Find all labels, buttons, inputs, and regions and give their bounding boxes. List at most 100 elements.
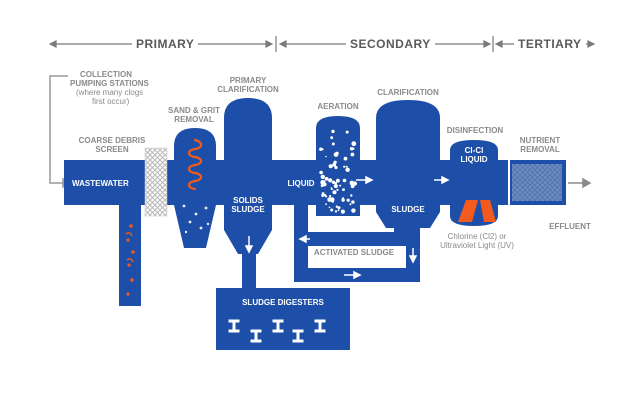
aeration-bubble xyxy=(331,129,335,134)
aeration-bubble xyxy=(339,184,342,187)
aeration-bubble xyxy=(349,203,352,206)
nutrient-filter xyxy=(512,164,562,201)
sludge-digesters-label: SLUDGE DIGESTERS xyxy=(242,298,324,307)
chlorine-uv-label: Chlorine (Cl2) or Ultraviolet Light (UV) xyxy=(436,232,518,250)
phase-secondary-label: SECONDARY xyxy=(346,37,435,51)
sludge-digesters xyxy=(216,288,350,350)
aeration-bubble xyxy=(328,206,331,209)
collection-label-line-2: PUMPING STATIONS xyxy=(70,79,149,88)
digester-mixer-icons xyxy=(228,319,326,343)
sand-grit-label: SAND & GRIT REMOVAL xyxy=(156,106,232,124)
aeration-bubble xyxy=(351,208,356,213)
phase-primary-label: PRIMARY xyxy=(132,37,199,51)
aeration-bubble xyxy=(351,200,355,204)
collection-label-line-3: (where many clogs xyxy=(76,88,144,97)
aeration-bubble xyxy=(337,209,340,212)
aeration-bubble xyxy=(352,147,355,150)
aeration-bubble xyxy=(320,180,326,185)
secondary-clarifier xyxy=(376,100,440,228)
aeration-bubble xyxy=(350,152,355,157)
aeration-bubble xyxy=(333,183,338,189)
aeration-bubble xyxy=(331,180,336,184)
aeration-bubble xyxy=(331,142,335,146)
aeration-bubble xyxy=(342,210,345,213)
drop-pipe-debris xyxy=(125,224,135,296)
aeration-bubble xyxy=(325,155,327,158)
solids-sludge-label-line-1: SOLIDS xyxy=(233,196,263,205)
aeration-bubble xyxy=(320,174,325,179)
aeration-bubble xyxy=(350,194,353,197)
aeration-bubble xyxy=(332,190,337,195)
cl-liquid-label-line-1: Cl-Cl xyxy=(464,146,484,155)
drop-pipe xyxy=(119,200,141,306)
primary-clarification-label: PRIMARY CLARIFICATION xyxy=(216,76,280,94)
aeration-bubbles xyxy=(319,129,357,214)
nutrient-removal-label: NUTRIENT REMOVAL xyxy=(510,136,570,154)
aeration-bubble xyxy=(335,205,339,208)
aeration-bubble xyxy=(345,165,348,168)
aeration-bubble xyxy=(328,178,333,183)
grit-spiral xyxy=(187,138,203,191)
aeration-bubble xyxy=(334,210,338,213)
aeration-label: AERATION xyxy=(317,102,359,111)
coarse-screen-label-line-1: COARSE DEBRIS xyxy=(78,136,146,145)
aeration-bubble xyxy=(342,188,345,192)
aeration-bubble xyxy=(329,195,332,198)
effluent-arrow xyxy=(568,177,592,189)
grit-particles xyxy=(182,204,210,234)
aeration-bubble xyxy=(343,165,346,168)
clarification-label: CLARIFICATION xyxy=(377,88,439,97)
sludge-label: SLUDGE xyxy=(391,205,425,214)
coarse-screen-label-line-2: SCREEN xyxy=(95,145,129,154)
aeration-bubble xyxy=(336,178,340,183)
liquid-label: LIQUID xyxy=(287,179,315,188)
aeration-bubble xyxy=(351,141,357,147)
aeration-bubble xyxy=(342,178,347,183)
collection-label: COLLECTION PUMPING STATIONS (where many … xyxy=(70,70,180,106)
aeration-bubble xyxy=(324,177,329,181)
solids-sludge-label-line-2: SLUDGE xyxy=(231,205,265,214)
aeration-bubble xyxy=(341,197,345,200)
aeration-bubble xyxy=(325,203,327,206)
aeration-bubble xyxy=(320,184,324,187)
solids-sludge-label: SOLIDS SLUDGE xyxy=(226,196,270,214)
collection-label-line-4: first occur) xyxy=(92,97,130,106)
primary-clarification-label-line-1: PRIMARY xyxy=(229,76,267,85)
aeration-bubble xyxy=(343,156,348,161)
aeration-bubble xyxy=(332,162,337,167)
collection-label-line-1: COLLECTION xyxy=(80,70,132,79)
aeration-bubble xyxy=(335,151,339,155)
cl-liquid-label: Cl-Cl LIQUID xyxy=(452,146,496,164)
primary-clarification-label-line-2: CLARIFICATION xyxy=(217,85,279,94)
aeration-bubble xyxy=(325,195,328,198)
aeration-bubble xyxy=(346,198,350,202)
effluent-label: EFFLUENT xyxy=(549,222,591,231)
sand-grit-label-line-2: REMOVAL xyxy=(174,115,214,124)
wastewater-label: WASTEWATER xyxy=(72,179,129,188)
aeration-bubble xyxy=(321,192,325,195)
aeration-bubble xyxy=(328,164,333,169)
cl-liquid-label-line-2: LIQUID xyxy=(460,155,488,164)
nutrient-removal-label-line-2: REMOVAL xyxy=(520,145,560,154)
aeration-bubble xyxy=(321,148,324,151)
aeration-bubble xyxy=(330,208,334,212)
aeration-tank xyxy=(316,116,360,216)
aeration-bubble xyxy=(345,167,350,172)
coarse-screen xyxy=(144,147,168,217)
phase-tertiary-label: TERTIARY xyxy=(514,37,586,51)
sand-grit-label-line-1: SAND & GRIT xyxy=(168,106,220,115)
disinfection-label: DISINFECTION xyxy=(446,126,504,135)
aeration-bubble xyxy=(319,147,323,151)
aeration-bubble xyxy=(337,206,341,210)
flow-arrows xyxy=(244,175,450,280)
nutrient-removal-label-line-1: NUTRIENT xyxy=(519,136,561,145)
aeration-bubble xyxy=(330,187,333,189)
aeration-bubble xyxy=(349,180,354,185)
aeration-bubble xyxy=(330,136,334,140)
activated-sludge-label: ACTIVATED SLUDGE xyxy=(313,248,395,257)
aeration-bubble xyxy=(329,197,335,202)
coarse-screen-label: COARSE DEBRIS SCREEN xyxy=(72,136,152,154)
aeration-bubble xyxy=(334,165,338,170)
chlorine-uv-label-line-1: Chlorine (Cl2) or xyxy=(447,232,507,241)
